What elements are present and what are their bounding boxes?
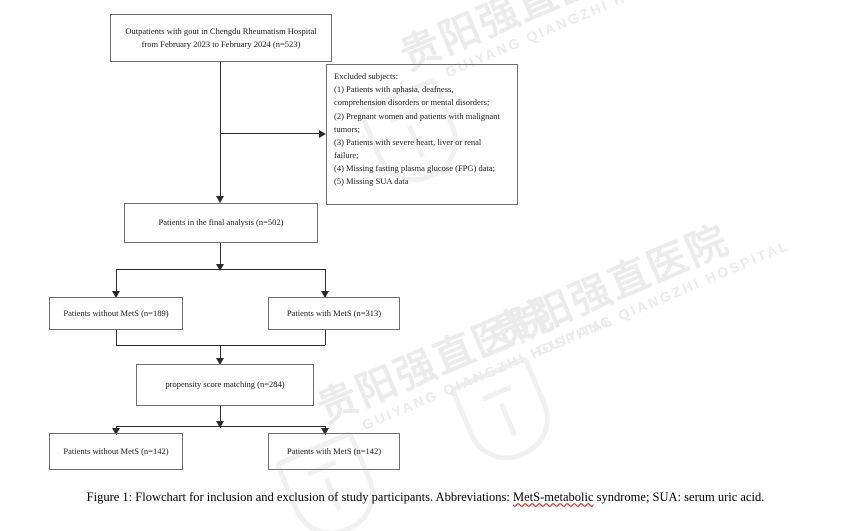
node-final-analysis: Patients in the final analysis (n=502): [124, 203, 318, 243]
figure-caption: Figure 1: Flowchart for inclusion and ex…: [0, 489, 851, 506]
node-with-mets-pre: Patients with MetS (n=313): [268, 297, 400, 330]
figure-caption-flagged-term: MetS-metabolic: [512, 490, 594, 504]
watermark-text: 贵阳强直医院 GUIYANG QIANGZHI HOSPITAL: [486, 198, 792, 370]
arrowhead-to-with-mets-pre: [321, 291, 329, 298]
arrowhead-psm-split: [216, 421, 224, 428]
watermark-english: GUIYANG QIANGZHI HOSPITAL: [534, 236, 792, 359]
connector-final-analysis-out: [220, 243, 221, 268]
connector-split-left-top: [116, 269, 117, 292]
watermark-shield-icon: [449, 355, 563, 473]
connector-source-trunk: [220, 62, 221, 196]
node-with-mets-post-label: Patients with MetS (n=142): [286, 445, 382, 456]
arrowhead-final-analysis-split: [216, 264, 224, 271]
watermark-chinese: 贵阳强直医院: [486, 217, 736, 357]
connector-merge-to-psm: [220, 345, 221, 362]
connector-split-right-top: [325, 269, 326, 292]
node-final-analysis-label: Patients in the final analysis (n=502): [158, 217, 284, 228]
connector-split-bar-top: [116, 269, 325, 270]
node-without-mets-post: Patients without MetS (n=142): [49, 433, 183, 470]
arrowhead-to-without-mets-pre: [112, 291, 120, 298]
connector-to-excluded: [220, 133, 319, 134]
node-propensity-score-matching: propensity score matching (n=284): [136, 364, 314, 406]
node-source-population-label: Outpatients with gout in Chengdu Rheumat…: [125, 25, 317, 49]
figure-caption-suffix: syndrome; SUA: serum uric acid.: [593, 490, 765, 504]
node-without-mets-pre-label: Patients without MetS (n=189): [63, 307, 169, 318]
node-propensity-score-matching-label: propensity score matching (n=284): [165, 379, 285, 390]
node-excluded-subjects: Excluded subjects: (1) Patients with aph…: [326, 64, 518, 205]
watermark-english: GUIYANG QIANGZHI HOSPITAL: [359, 311, 617, 434]
node-without-mets-pre: Patients without MetS (n=189): [49, 297, 183, 330]
arrowhead-to-psm: [216, 358, 224, 365]
connector-merge-right: [325, 330, 326, 345]
arrowhead-to-excluded: [319, 130, 326, 138]
connector-psm-out: [220, 406, 221, 428]
node-with-mets-post: Patients with MetS (n=142): [268, 433, 400, 470]
arrowhead-to-with-mets-post: [321, 428, 329, 435]
connector-merge-left: [116, 330, 117, 345]
node-excluded-subjects-label: Excluded subjects: (1) Patients with aph…: [334, 71, 500, 187]
node-without-mets-post-label: Patients without MetS (n=142): [63, 445, 169, 456]
figure-caption-prefix: Figure 1: Flowchart for inclusion and ex…: [86, 490, 513, 504]
node-with-mets-pre-label: Patients with MetS (n=313): [286, 307, 382, 318]
arrowhead-to-final-analysis: [216, 196, 224, 203]
connector-split-bar-bottom: [116, 426, 325, 427]
arrowhead-to-without-mets-post: [112, 428, 120, 435]
node-source-population: Outpatients with gout in Chengdu Rheumat…: [110, 14, 332, 62]
